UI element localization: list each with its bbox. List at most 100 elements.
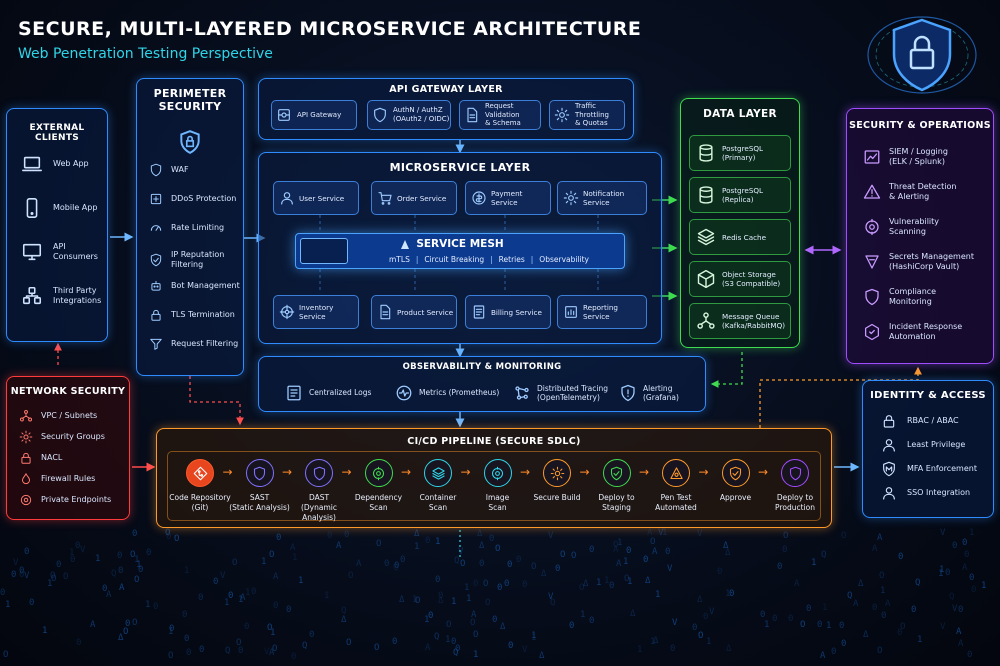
code-rain-glyph: 0 (898, 552, 903, 562)
scan-icon (863, 218, 881, 236)
security-operations-item: Threat Detection & Alerting (863, 182, 991, 202)
external-client-item: API Consumers (21, 241, 107, 263)
cicd-stage-label: Deploy to Staging (598, 493, 635, 512)
microservice-card: Order Service (371, 181, 457, 215)
code-rain-glyph: 0 (238, 646, 243, 656)
code-rain-glyph: 1 (298, 576, 303, 586)
code-rain-glyph: O (165, 528, 170, 538)
code-rain-glyph: Δ (479, 541, 485, 551)
item-label: Billing Service (491, 307, 542, 317)
code-rain-glyph: 0 (839, 621, 844, 631)
cicd-stage: Secure Build (522, 459, 592, 503)
shield-icon (863, 288, 881, 306)
perimeter-item: TLS Termination (149, 308, 245, 322)
code-rain-glyph: 0 (760, 610, 765, 620)
page-subtitle: Web Penetration Testing Perspective (18, 46, 273, 62)
observability-title: OBSERVABILITY & MONITORING (402, 362, 562, 372)
data-layer-card: PostgreSQL (Primary) (689, 135, 791, 171)
code-rain-glyph: 0 (75, 541, 80, 551)
item-label: Metrics (Prometheus) (419, 388, 500, 398)
code-rain-glyph: O (879, 571, 884, 581)
check-shield-icon (602, 459, 631, 487)
code-rain-glyph: 0 (492, 615, 497, 625)
ddos-icon (149, 192, 163, 206)
code-rain-glyph: 0 (273, 601, 278, 611)
mesh-feature-separator: | (530, 255, 534, 264)
code-rain-glyph: O (232, 558, 237, 568)
code-rain-glyph: 1 (725, 589, 730, 599)
code-rain-glyph: 0 (589, 616, 594, 626)
item-label: IP Reputation Filtering (171, 250, 225, 269)
code-rain-glyph: 1 (464, 583, 469, 593)
code-rain-glyph: V (709, 607, 715, 617)
code-rain-glyph: O (50, 571, 55, 581)
code-rain-glyph: Δ (500, 622, 506, 632)
code-rain-glyph: O (900, 622, 905, 632)
network-security-title: NETWORK SECURITY (10, 386, 126, 397)
code-rain-glyph: V (672, 618, 678, 628)
cicd-stage-label: Deploy to Production (775, 493, 815, 512)
code-rain-glyph: O (415, 596, 420, 606)
code-rain-glyph: O (800, 620, 805, 630)
code-rain-glyph: 0 (276, 533, 281, 543)
item-label: User Service (299, 193, 345, 203)
code-rain-glyph: A (613, 545, 619, 555)
cicd-arrow-icon: → (222, 465, 233, 479)
code-rain-glyph: 0 (425, 536, 430, 546)
cicd-stage: Pen Test Automated (641, 459, 711, 513)
code-rain-glyph: 0 (777, 562, 782, 572)
code-rain-glyph: 1 (623, 557, 628, 567)
code-rain-glyph: 0 (291, 652, 296, 662)
code-rain-glyph: 1 (435, 537, 440, 547)
code-rain-glyph: A (616, 559, 622, 569)
item-label: RBAC / ABAC (907, 416, 959, 425)
code-rain-glyph: 0 (806, 604, 811, 614)
code-rain-glyph: V (548, 592, 554, 602)
observability-item: Centralized Logs (285, 379, 371, 407)
microservice-card: User Service (273, 181, 359, 215)
service-mesh-title: SERVICE MESH (416, 238, 504, 250)
cicd-stage: Approve (701, 459, 771, 503)
code-rain-glyph: 0 (327, 531, 332, 541)
observability-item: Metrics (Prometheus) (395, 379, 499, 407)
item-label: Object Storage (S3 Compatible) (722, 270, 781, 288)
code-rain-glyph: 1 (292, 553, 297, 563)
code-rain-glyph: Δ (539, 651, 545, 661)
integration-icon (21, 285, 43, 307)
code-rain-glyph: Q (821, 550, 826, 560)
item-label: Traffic Throttling & Quotas (575, 101, 609, 128)
code-rain-glyph: 0 (11, 570, 16, 580)
code-rain-glyph: 1 (604, 576, 609, 586)
item-label: AuthN / AuthZ (OAuth2 / OIDC) (393, 106, 450, 123)
code-rain-glyph: O (613, 540, 618, 550)
code-rain-glyph: 0 (479, 559, 484, 569)
code-rain-glyph: Q (454, 556, 459, 566)
code-rain-glyph: O (168, 651, 173, 661)
code-rain-glyph: A (240, 593, 246, 603)
code-rain-glyph: V (220, 571, 226, 581)
code-rain-glyph: 1 (445, 635, 450, 645)
code-rain-glyph: 1 (764, 620, 769, 630)
cicd-stage: Deploy to Production (760, 459, 830, 513)
code-rain-glyph: 0 (872, 603, 877, 613)
cicd-stage-label: SAST (Static Analysis) (229, 493, 290, 512)
code-rain-glyph: A (471, 610, 477, 620)
code-rain-glyph: 1 (880, 586, 885, 596)
code-rain-glyph: 0 (945, 568, 950, 578)
gauge-icon (149, 221, 163, 235)
code-rain-glyph: A (652, 547, 658, 557)
item-label: Incident Response Automation (889, 322, 963, 341)
code-rain-glyph: A (425, 643, 431, 653)
microservice-card: Reporting Service (557, 295, 647, 329)
item-label: Mobile App (53, 203, 98, 212)
cicd-stage-label: Container Scan (419, 493, 457, 512)
code-rain-glyph: A (269, 648, 275, 658)
code-rain-glyph: 0 (117, 551, 122, 561)
item-label: API Consumers (53, 242, 98, 261)
perimeter-item: DDoS Protection (149, 192, 245, 206)
microservice-card: Product Service (371, 295, 457, 329)
bot-icon (149, 279, 163, 293)
billing-icon (471, 304, 487, 320)
